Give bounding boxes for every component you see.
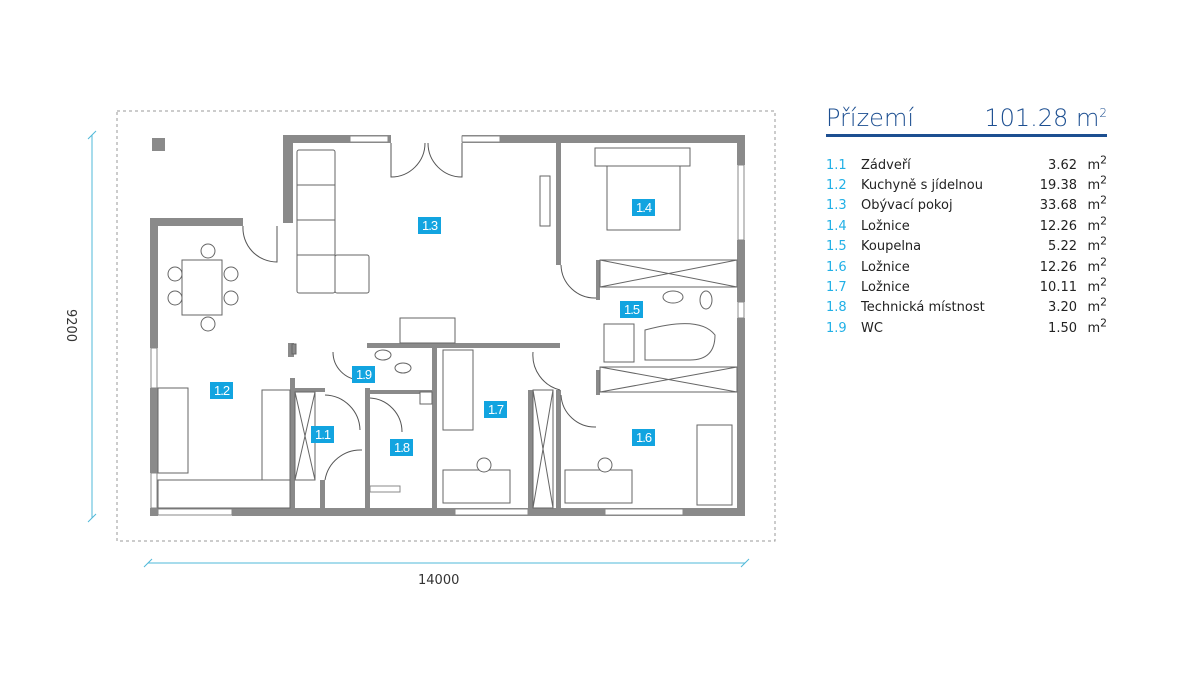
room-row: 1.2 Kuchyně s jídelnou 19.38 m2	[826, 175, 1107, 195]
room-number: 1.4	[826, 218, 847, 234]
room-label-1-3: 1.3	[418, 217, 442, 234]
desk-1-6	[564, 469, 633, 504]
bed-1-7	[442, 349, 474, 431]
room-row: 1.7 Ložnice 10.11 m2	[826, 277, 1107, 297]
room-row: 1.6 Ložnice 12.26 m2	[826, 256, 1107, 277]
unit: m	[1087, 178, 1101, 194]
dining-table	[181, 259, 223, 316]
floor-title: Přízemí	[826, 104, 914, 132]
room-area: 10.11	[1039, 280, 1077, 296]
sofa	[296, 149, 336, 294]
width-dimension: 14000	[418, 573, 460, 588]
desk-1-7	[442, 469, 511, 504]
height-dimension: 9200	[63, 308, 79, 343]
room-name: Obývací pokoj	[861, 198, 953, 214]
room-label-1-5: 1.5	[620, 301, 644, 318]
unit: m	[1087, 320, 1101, 336]
total-area-unit: m	[1075, 104, 1100, 132]
room-label-1-4: 1.4	[632, 199, 656, 216]
unit-sup: 2	[1100, 275, 1107, 289]
room-area: 12.26	[1039, 259, 1077, 275]
total-area: 101.28 m2	[984, 104, 1107, 132]
unit-sup: 2	[1100, 173, 1107, 187]
room-label-1-9: 1.9	[352, 366, 376, 383]
room-name: Kuchyně s jídelnou	[861, 178, 983, 194]
room-number: 1.8	[826, 300, 847, 316]
unit-sup: 2	[1100, 316, 1107, 330]
unit: m	[1087, 239, 1101, 255]
room-area-unit: m2	[1077, 175, 1107, 194]
unit: m	[1087, 198, 1101, 214]
room-number: 1.3	[826, 198, 847, 214]
room-area-unit: m2	[1077, 236, 1107, 255]
room-number: 1.1	[826, 157, 847, 173]
bathtub	[644, 323, 716, 361]
room-area: 5.22	[1048, 239, 1077, 255]
room-area: 3.62	[1048, 157, 1077, 173]
unit-sup: 2	[1100, 153, 1107, 167]
unit: m	[1087, 259, 1101, 275]
room-area: 3.20	[1048, 300, 1077, 316]
room-label-1-7: 1.7	[484, 401, 508, 418]
room-area: 12.26	[1039, 218, 1077, 234]
unit-sup: 2	[1100, 296, 1107, 310]
furniture	[157, 147, 738, 509]
room-area: 1.50	[1048, 320, 1077, 336]
room-name: Ložnice	[861, 218, 910, 234]
unit: m	[1087, 280, 1101, 296]
room-area-unit: m2	[1077, 256, 1107, 275]
room-name: Zádveří	[861, 157, 911, 173]
tv	[539, 175, 551, 227]
chimney	[152, 138, 165, 151]
unit-sup: 2	[1100, 214, 1107, 228]
unit-sup: 2	[1100, 255, 1107, 269]
total-area-unit-sup: 2	[1099, 106, 1107, 120]
unit: m	[1087, 300, 1101, 316]
bed	[606, 159, 681, 231]
room-name: WC	[861, 320, 883, 336]
room-label-1-6: 1.6	[632, 429, 656, 446]
room-number: 1.9	[826, 320, 847, 336]
room-area-unit: m2	[1077, 318, 1107, 336]
room-name: Ložnice	[861, 259, 910, 275]
unit-sup: 2	[1100, 194, 1107, 208]
unit: m	[1087, 218, 1101, 234]
room-area: 19.38	[1039, 178, 1077, 194]
room-area-unit: m2	[1077, 277, 1107, 296]
room-number: 1.2	[826, 178, 847, 194]
room-area-unit: m2	[1077, 297, 1107, 316]
legend-header: Přízemí 101.28 m2	[826, 104, 1107, 137]
room-row: 1.8 Technická místnost 3.20 m2	[826, 297, 1107, 318]
total-area-value: 101.28	[984, 104, 1069, 132]
room-label-1-1: 1.1	[311, 426, 335, 443]
room-number: 1.6	[826, 259, 847, 275]
room-area-unit: m2	[1077, 195, 1107, 214]
room-row: 1.5 Koupelna 5.22 m2	[826, 236, 1107, 257]
room-number: 1.7	[826, 280, 847, 296]
room-name: Ložnice	[861, 280, 910, 296]
room-label-1-8: 1.8	[390, 439, 414, 456]
unit-sup: 2	[1100, 234, 1107, 248]
room-area-unit: m2	[1077, 216, 1107, 234]
windows	[150, 135, 745, 516]
dimension-lines	[87, 130, 750, 568]
doors	[242, 142, 597, 481]
room-row: 1.4 Ložnice 12.26 m2	[826, 216, 1107, 236]
kitchen-counter	[157, 387, 189, 474]
plot-boundary	[116, 110, 776, 542]
room-name: Technická místnost	[861, 300, 985, 316]
room-name: Koupelna	[861, 239, 922, 255]
room-number: 1.5	[826, 239, 847, 255]
unit: m	[1087, 157, 1101, 173]
room-label-1-2: 1.2	[210, 382, 234, 399]
bed-1-6	[696, 424, 733, 506]
room-area-unit: m2	[1077, 154, 1107, 173]
room-row: 1.1 Zádveří 3.62 m2	[826, 154, 1107, 175]
room-row: 1.3 Obývací pokoj 33.68 m2	[826, 195, 1107, 216]
room-area: 33.68	[1039, 198, 1077, 214]
room-row: 1.9 WC 1.50 m2	[826, 318, 1107, 338]
